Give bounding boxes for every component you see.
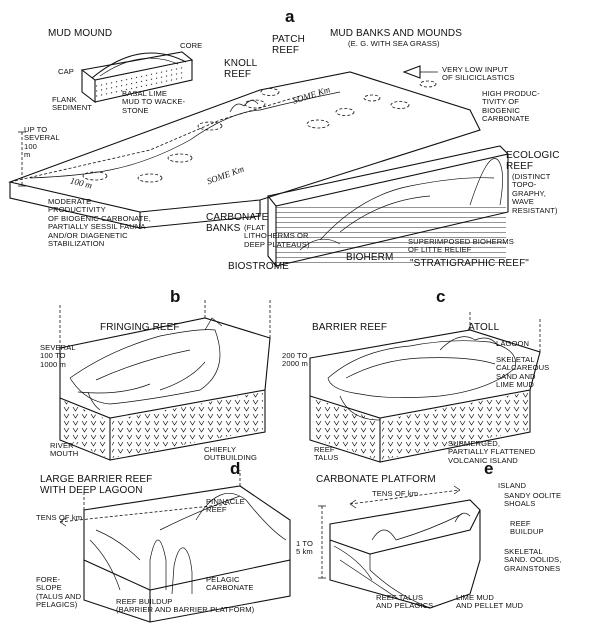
panel-b-letter: b: [170, 287, 181, 306]
mud-banks-example: (E. G. WITH SEA GRASS): [348, 39, 440, 48]
panel-d-drawing: [59, 470, 291, 623]
superimposed-bioherms-label: SUPERIMPOSED BIOHERMS OF LITTE RELIEF: [408, 237, 514, 255]
basal-lime-label: BASAL LIME MUD TO WACKE- STONE: [122, 89, 186, 115]
ecologic-reef-label: ECOLOGIC REEF: [506, 150, 560, 172]
island-label: ISLAND: [498, 481, 527, 490]
several-range-label: SEVERAL 100 TO 1000 m: [40, 343, 76, 369]
core-label: CORE: [180, 41, 203, 50]
atoll-label: ATOLL: [468, 322, 500, 333]
cap-label: CAP: [58, 67, 74, 76]
e-reef-talus-label: REEF TALUS AND PELAGICS: [376, 593, 434, 611]
panel-c-drawing: [309, 312, 541, 463]
e-reef-buildup-label: REEF BUILDUP: [510, 519, 544, 537]
e-skeletal-label: SKELETAL SAND. OOLIDS, GRAINSTONES: [504, 547, 562, 573]
thickness-label: 1 TO 5 km: [296, 539, 314, 557]
up-to-several-label: UP TO SEVERAL 100 m: [24, 125, 60, 160]
ecologic-reef-desc: (DISTINCT TOPO- GRAPHY, WAVE RESISTANT): [512, 172, 558, 215]
stratigraphic-reef-label: "STRATIGRAPHIC REEF": [410, 258, 529, 269]
submerged-island-label: SUBMERGED, PARTIALLY FLATTENED VOLCANIC …: [448, 439, 536, 465]
panel-a-letter: a: [285, 7, 295, 26]
reef-talus-label: REEF TALUS: [314, 445, 339, 463]
lime-mud-label: LIME MUD AND PELLET MUD: [456, 593, 524, 611]
sandy-oolite-label: SANDY OOLITE SHOALS: [504, 491, 562, 509]
panel-c-letter: c: [436, 287, 446, 306]
knoll-reef-label: KNOLL REEF: [224, 58, 258, 80]
fringing-reef-label: FRINGING REEF: [100, 322, 180, 333]
d-reef-buildup-label: REEF BUILDUP (BARRIER AND BARRIER PLATFO…: [116, 597, 255, 615]
panel-b-drawing: [59, 300, 271, 461]
high-productivity-label: HIGH PRODUC- TIVITY OF BIOGENIC CARBONAT…: [482, 89, 540, 124]
lagoon-label: LAGOON: [496, 339, 530, 348]
flank-sediment-label: FLANK SEDIMENT: [52, 95, 93, 113]
fore-slope-label: FORE- SLOPE (TALUS AND PELAGICS): [36, 575, 82, 610]
pelagic-carbonate-label: PELAGIC CARBONATE: [206, 575, 254, 593]
bioherm-label: BIOHERM: [346, 252, 394, 263]
panel-e-drawing: [318, 485, 481, 609]
large-barrier-reef-title: LARGE BARRIER REEF WITH DEEP LAGOON: [40, 474, 153, 496]
skeletal-sand-label: SKELETAL CALCAREOUS SAND AND LIME MUD: [496, 355, 550, 390]
mud-banks-label: MUD BANKS AND MOUNDS: [330, 28, 463, 39]
very-low-input-label: VERY LOW INPUT OF SILICICLASTICS: [442, 65, 515, 83]
patch-reef-label: PATCH REEF: [272, 34, 305, 56]
c-range-label: 200 TO 2000 m: [282, 351, 308, 369]
river-mouth-label: RIVER MOUTH: [50, 441, 79, 459]
pinnacle-reef-label: PINNACLE REEF: [206, 497, 245, 515]
carbonate-banks-label: CARBONATE BANKS: [206, 212, 269, 234]
moderate-productivity-label: MODERATE PRODUCTIVITY OF BIOGENIC CARBON…: [48, 197, 151, 249]
carbonate-banks-desc: (FLAT LITHOHERMS OR DEEP PLATEAUS): [244, 223, 310, 249]
panel-d-letter: d: [230, 459, 241, 478]
panel-e-letter: e: [484, 459, 494, 478]
mud-mound-label: MUD MOUND: [48, 28, 113, 39]
chiefly-outbuilding-label: CHIEFLY OUTBUILDING: [204, 445, 257, 463]
panel-a-drawing: [8, 51, 510, 268]
d-tens-of-km-label: TENS OF km: [36, 513, 83, 522]
barrier-reef-label: BARRIER REEF: [312, 322, 388, 333]
biostrome-label: BIOSTROME: [228, 261, 289, 272]
carbonate-platform-title: CARBONATE PLATFORM: [316, 474, 436, 485]
e-tens-of-km-label: TENS OF km: [372, 489, 419, 498]
